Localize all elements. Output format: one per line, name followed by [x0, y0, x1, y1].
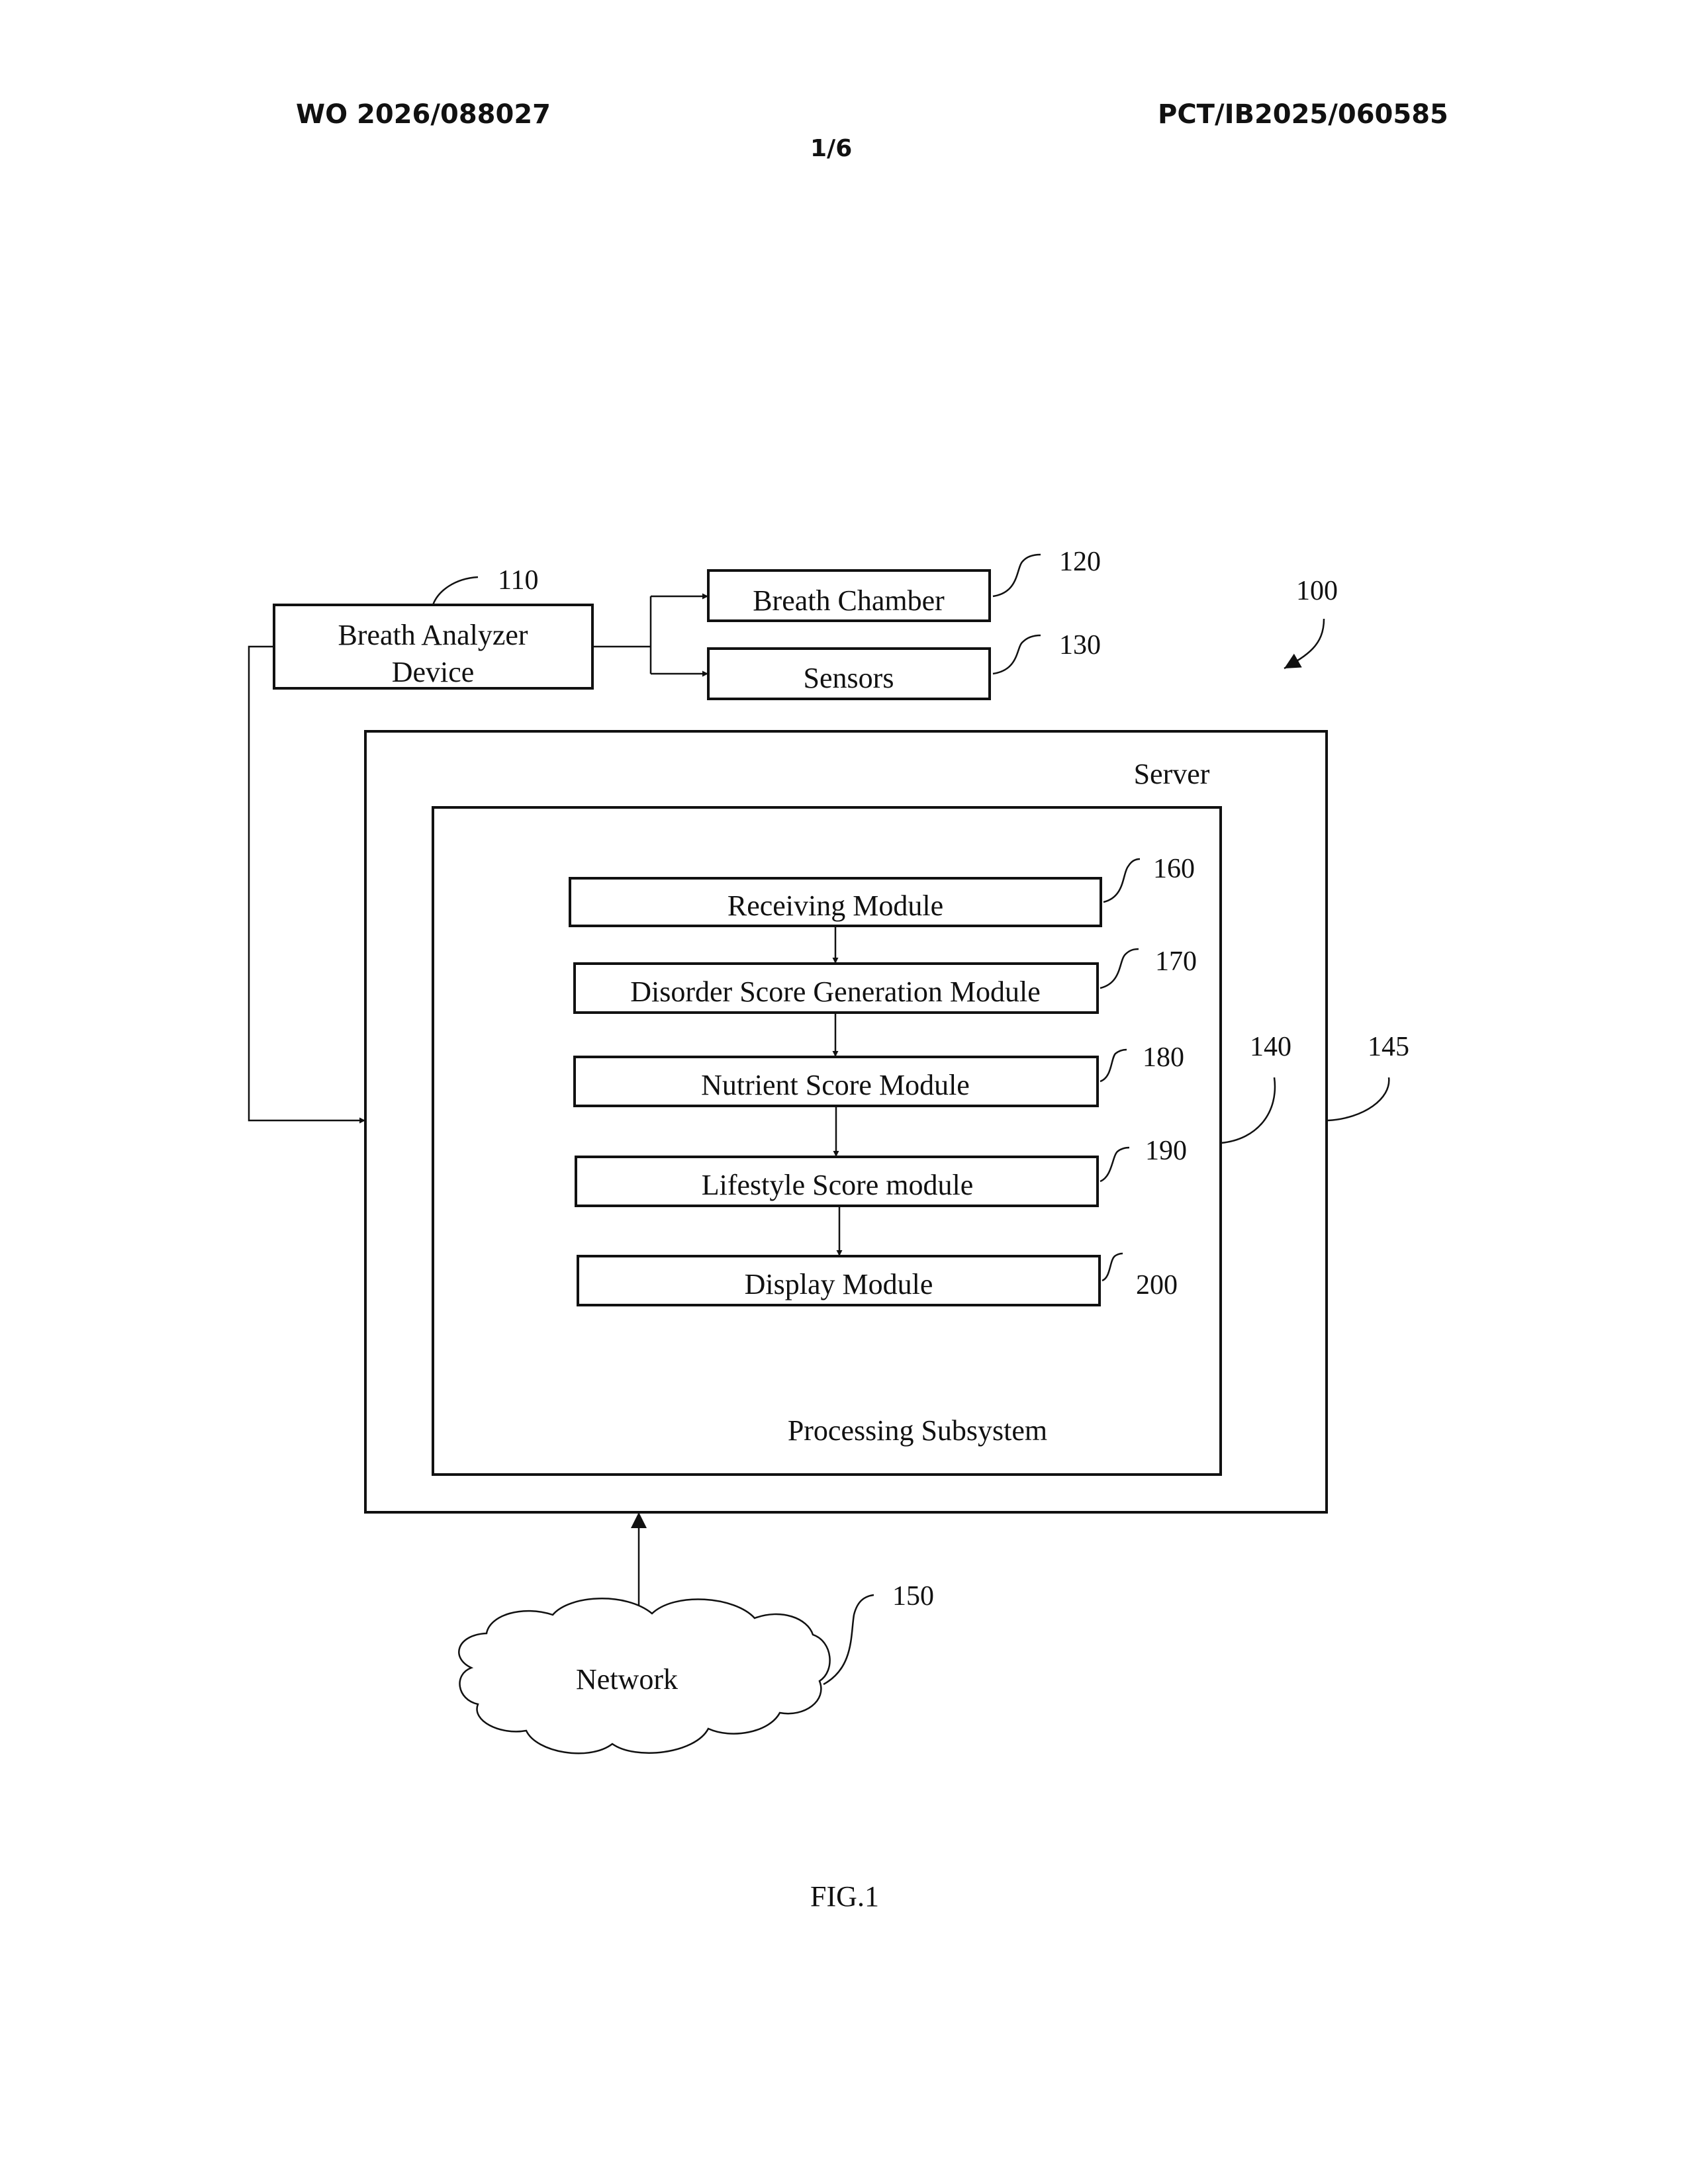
ref-200: 200	[1136, 1270, 1178, 1300]
figure-caption: FIG.1	[810, 1880, 879, 1913]
leader-190	[1100, 1148, 1129, 1181]
ref-120: 120	[1059, 547, 1101, 577]
arrow-to-server	[249, 647, 365, 1120]
nutrient-score-module-label: Nutrient Score Module	[701, 1069, 970, 1101]
disorder-score-module-label: Disorder Score Generation Module	[630, 976, 1040, 1008]
breath-chamber-label: Breath Chamber	[753, 584, 945, 617]
ref-190: 190	[1145, 1136, 1187, 1166]
leader-145	[1328, 1077, 1389, 1120]
network-label: Network	[576, 1663, 678, 1696]
leader-170	[1100, 949, 1139, 988]
ref-110: 110	[498, 565, 538, 596]
breath-analyzer-label-line1: Breath Analyzer	[338, 619, 528, 651]
ref-160: 160	[1153, 854, 1195, 884]
leader-100	[1284, 619, 1324, 668]
ref-130: 130	[1059, 630, 1101, 660]
receiving-module-label: Receiving Module	[727, 889, 943, 922]
server-box	[365, 731, 1327, 1512]
leader-200	[1102, 1253, 1123, 1281]
server-label: Server	[1134, 758, 1210, 790]
leader-130	[993, 635, 1041, 674]
ref-170: 170	[1155, 946, 1197, 977]
ref-140: 140	[1250, 1032, 1291, 1062]
ref-180: 180	[1143, 1042, 1184, 1073]
ref-150: 150	[892, 1581, 934, 1612]
sensors-label: Sensors	[804, 662, 894, 694]
leader-110	[433, 577, 478, 605]
breath-analyzer-label-line2: Device	[392, 656, 475, 688]
leader-150	[823, 1595, 874, 1684]
leader-120	[993, 555, 1041, 596]
leader-140	[1221, 1077, 1275, 1143]
display-module-label: Display Module	[745, 1268, 933, 1300]
processing-subsystem-label: Processing Subsystem	[788, 1414, 1047, 1447]
leader-160	[1103, 859, 1140, 902]
ref-100: 100	[1296, 576, 1338, 606]
leader-180	[1100, 1050, 1127, 1081]
ref-145: 145	[1368, 1032, 1409, 1062]
lifestyle-score-module-label: Lifestyle Score module	[702, 1169, 974, 1201]
